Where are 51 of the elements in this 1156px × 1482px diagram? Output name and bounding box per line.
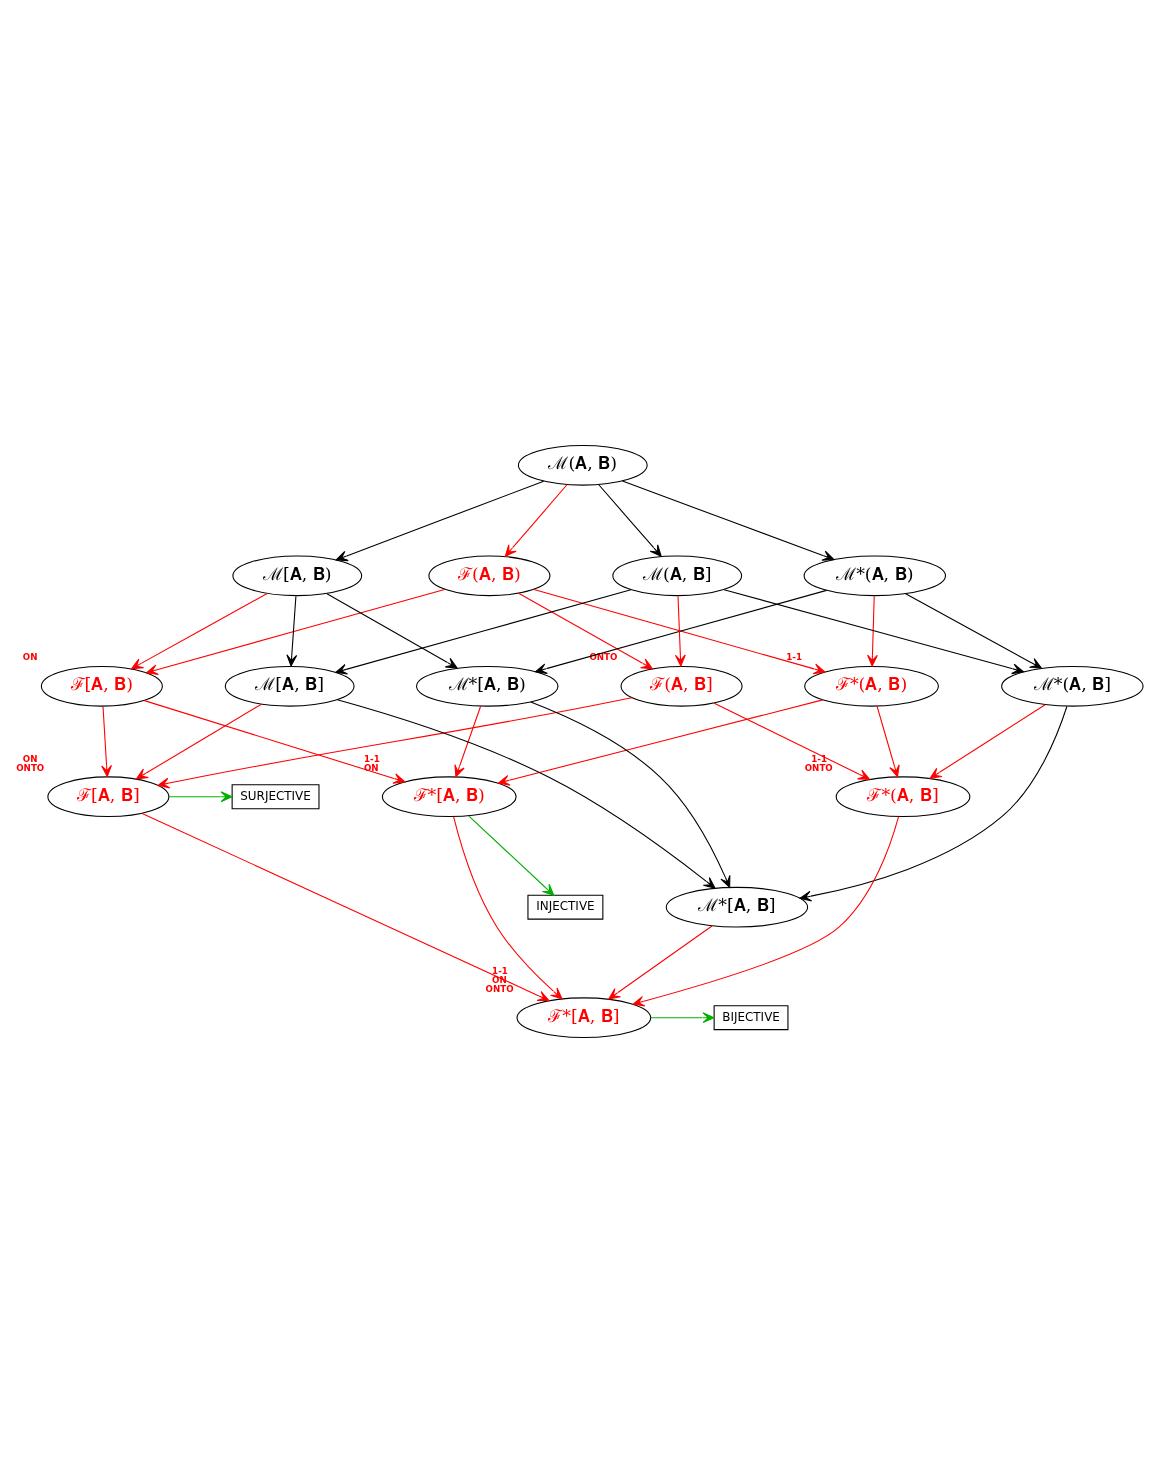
arrow bbox=[146, 588, 446, 675]
node-label: 1-1 bbox=[492, 965, 508, 976]
node-label: ONTO bbox=[589, 651, 618, 662]
node-label: 1-1 bbox=[364, 753, 380, 764]
node-ellipse: ℱ(𝐀, 𝐁) bbox=[428, 554, 551, 596]
arrow bbox=[497, 698, 824, 786]
arrow bbox=[650, 1011, 715, 1023]
node-box: INJECTIVE bbox=[527, 894, 604, 920]
node-ellipse: ℳ[𝐀, 𝐁) bbox=[232, 554, 363, 596]
arrow bbox=[723, 588, 1024, 674]
arrow bbox=[674, 595, 686, 667]
node-ellipse: ℳ(𝐀, 𝐁) bbox=[517, 444, 648, 486]
arrow bbox=[504, 483, 568, 557]
node-label: 1-1 bbox=[786, 651, 802, 662]
arrow bbox=[454, 705, 482, 777]
arrow bbox=[336, 698, 716, 889]
arrow bbox=[468, 815, 555, 896]
arrow bbox=[598, 483, 662, 557]
arrow bbox=[335, 480, 545, 561]
node-ellipse: ℳ*(𝐀, 𝐁) bbox=[803, 554, 947, 596]
node-label: ON bbox=[22, 651, 38, 662]
node-label: 1-1 bbox=[811, 753, 827, 764]
node-label: ON bbox=[364, 762, 379, 773]
arrow bbox=[335, 588, 632, 675]
arrow bbox=[905, 592, 1042, 669]
arrow bbox=[143, 699, 406, 784]
node-box: SURJECTIVE bbox=[231, 783, 320, 809]
arrow bbox=[131, 592, 268, 669]
arrow bbox=[621, 480, 835, 561]
node-label: ONTO bbox=[804, 762, 833, 773]
arrow bbox=[608, 924, 713, 1000]
arrow bbox=[867, 595, 878, 667]
arrow bbox=[929, 703, 1046, 779]
node-ellipse: ℳ*[𝐀, 𝐁] bbox=[665, 886, 809, 928]
arrow bbox=[157, 696, 633, 788]
arrow bbox=[168, 790, 233, 802]
node-ellipse: ℱ*(𝐀, 𝐁] bbox=[835, 775, 971, 817]
node-ellipse: ℳ(𝐀, 𝐁] bbox=[612, 554, 743, 596]
arrow bbox=[135, 703, 262, 779]
arrow bbox=[326, 592, 458, 669]
node-box: BIJECTIVE bbox=[713, 1004, 789, 1030]
arrow bbox=[286, 595, 298, 667]
node-label: ONTO bbox=[485, 983, 514, 994]
node-ellipse: ℱ(𝐀, 𝐁] bbox=[620, 665, 743, 707]
node-label: ONTO bbox=[16, 762, 45, 773]
arrow bbox=[530, 701, 731, 888]
arrow bbox=[101, 705, 112, 777]
node-label: ON bbox=[22, 753, 38, 764]
arrow bbox=[876, 705, 900, 777]
arrow bbox=[632, 815, 900, 1007]
node-label: ON bbox=[492, 974, 507, 985]
